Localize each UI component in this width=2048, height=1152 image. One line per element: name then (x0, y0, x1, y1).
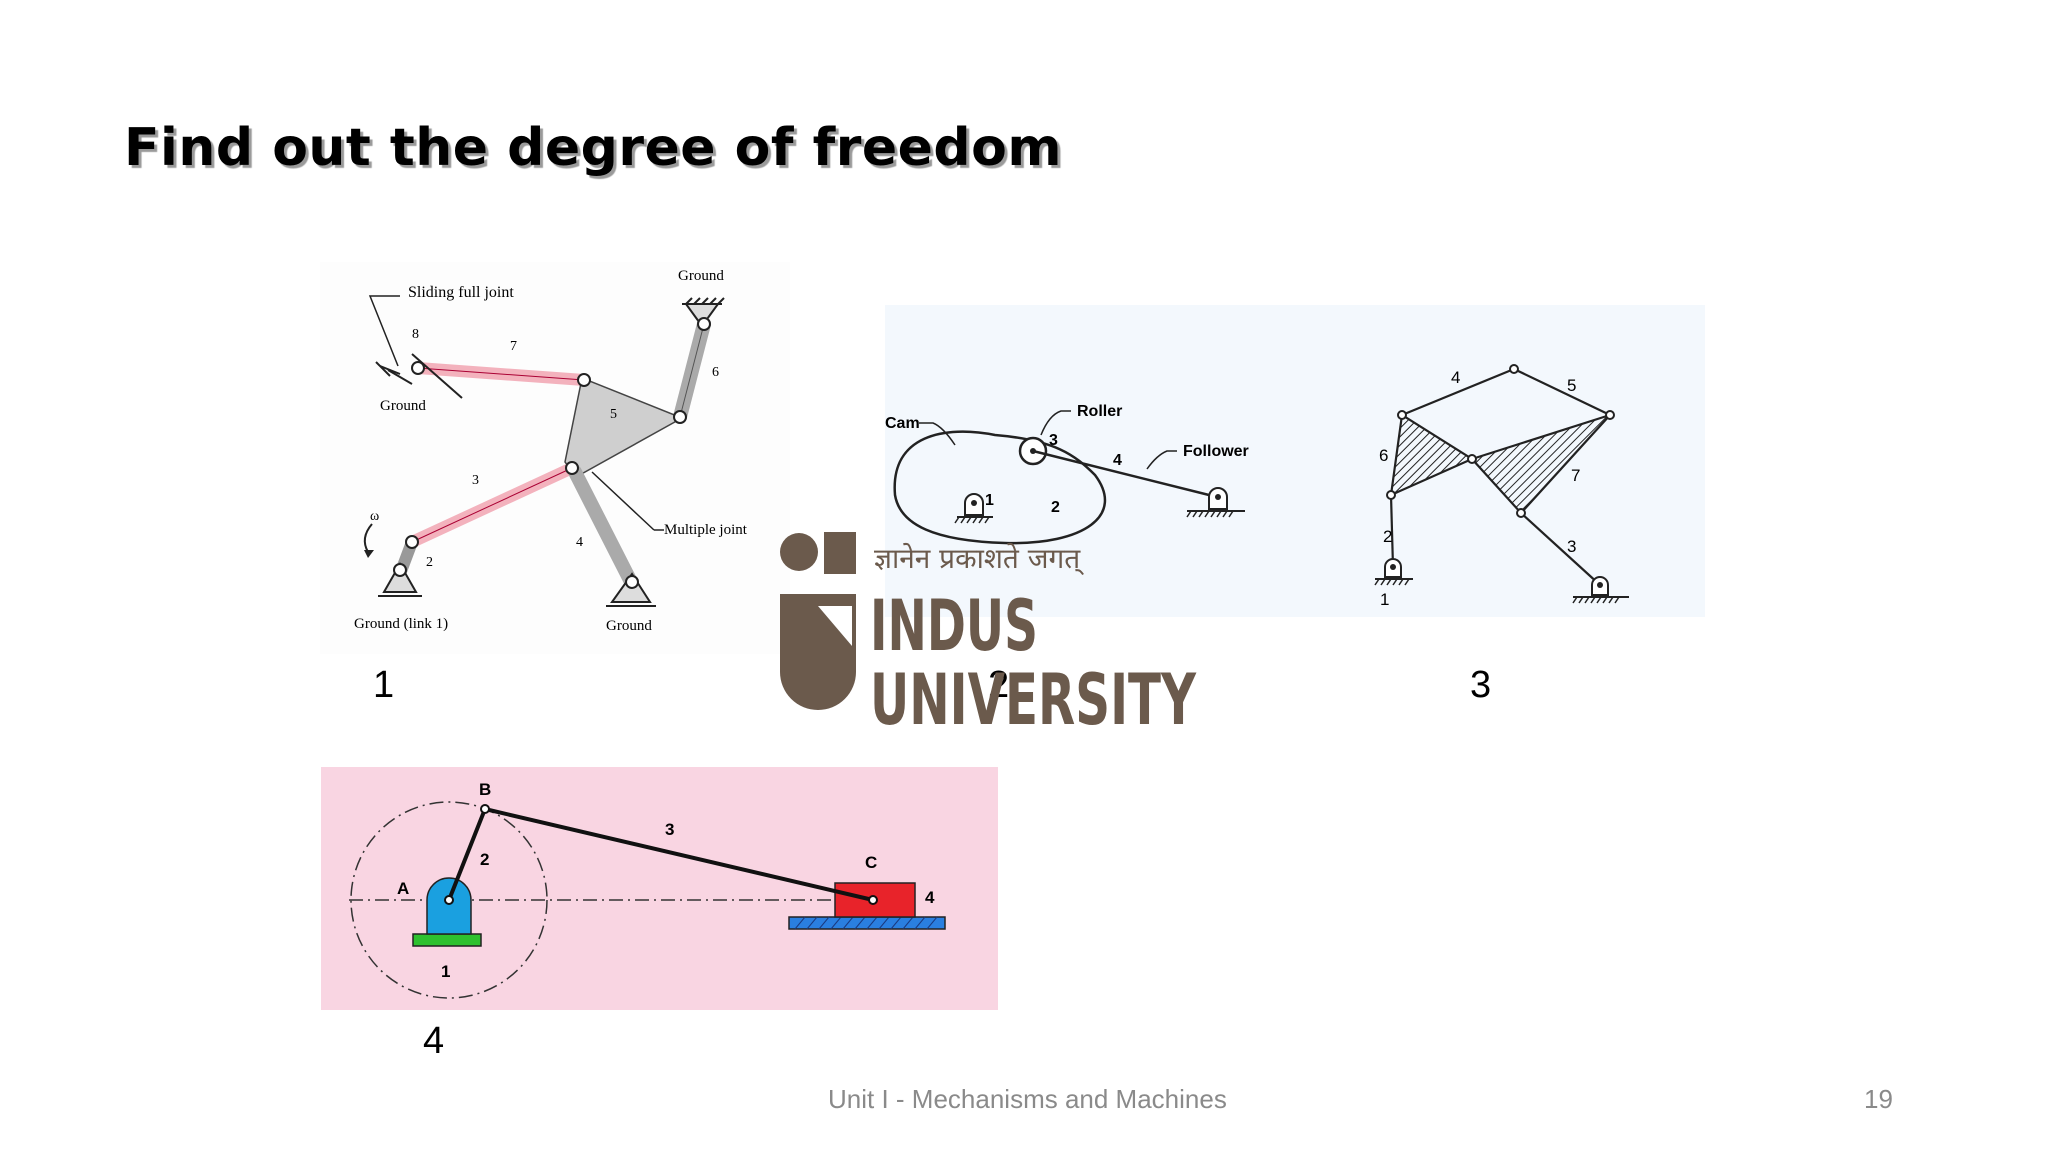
label-slider-3: 3 (665, 820, 674, 839)
footer-text: Unit I - Mechanisms and Machines (828, 1084, 1227, 1114)
label-link3-1: 1 (1380, 590, 1389, 609)
label-multiple-joint: Multiple joint (664, 522, 748, 538)
figure-3-drawing: 1 2 3 4 5 6 7 (1285, 305, 1705, 617)
figure-4-number: 4 (423, 1020, 445, 1062)
label-link-6: 6 (712, 365, 719, 380)
label-a: A (397, 879, 409, 898)
label-cam-4: 4 (1113, 452, 1122, 469)
label-sliding-full-joint: Sliding full joint (408, 284, 514, 301)
logo-line1: INDUS (870, 585, 1038, 667)
figure-1-drawing: Sliding full joint Ground Ground Ground … (320, 262, 790, 654)
logo-drawing: ज्ञानेन प्रकाशते जगत् INDUS UNIVERSITY (780, 532, 1197, 741)
label-cam-3: 3 (1049, 432, 1058, 449)
logo-line2: UNIVERSITY (870, 659, 1197, 734)
label-link-3: 3 (472, 473, 479, 488)
label-link3-5: 5 (1567, 376, 1576, 395)
logo-tagline: ज्ञानेन प्रकाशते जगत् (874, 542, 1084, 576)
label-cam-1: 1 (985, 492, 994, 509)
label-ground-link1: Ground (link 1) (354, 616, 448, 632)
label-cam: Cam (885, 415, 920, 432)
label-link3-2: 2 (1383, 527, 1392, 546)
page-number: 19 (1864, 1084, 1893, 1114)
pivot-a (426, 877, 472, 935)
label-ground-top: Ground (678, 268, 724, 284)
label-roller: Roller (1077, 403, 1122, 420)
label-link3-7: 7 (1571, 466, 1580, 485)
label-link-2: 2 (426, 555, 433, 570)
figure-3-linkage: 1 2 3 4 5 6 7 (1285, 305, 1705, 617)
label-ground-left: Ground (380, 398, 426, 414)
label-cam-2: 2 (1051, 499, 1060, 516)
label-link-4: 4 (576, 535, 583, 550)
figure-1-mechanism: Sliding full joint Ground Ground Ground … (320, 262, 790, 654)
ground-base (412, 933, 482, 947)
logo-dot (780, 533, 818, 571)
figure-2-cam-mechanism: Cam Roller Follower 1 2 3 4 (885, 305, 1285, 617)
label-link3-6: 6 (1379, 446, 1388, 465)
label-slider-4: 4 (925, 888, 935, 907)
label-link-5: 5 (610, 407, 617, 422)
figure-2-number: 2 (988, 664, 1010, 706)
label-follower: Follower (1183, 443, 1249, 460)
label-link-7: 7 (510, 339, 517, 354)
label-link3-3: 3 (1567, 537, 1576, 556)
slide-title: Find out the degree of freedom (124, 118, 1063, 178)
label-ground-bottom: Ground (606, 618, 652, 634)
label-b: B (479, 780, 491, 799)
label-link3-4: 4 (1451, 368, 1460, 387)
indus-university-logo: ज्ञानेन प्रकाशते जगत् INDUS UNIVERSITY (778, 522, 1202, 741)
label-slider-2: 2 (480, 850, 489, 869)
figure-4-drawing: A B C 1 2 3 4 (321, 767, 998, 1010)
label-link-8: 8 (412, 327, 419, 342)
figure-3-number: 3 (1470, 664, 1492, 706)
figure-4-slider-crank: A B C 1 2 3 4 (321, 767, 998, 1010)
figure-1-number: 1 (373, 664, 395, 706)
label-c: C (865, 853, 877, 872)
label-omega: ω (370, 509, 379, 524)
figure-2-drawing: Cam Roller Follower 1 2 3 4 (885, 305, 1285, 617)
slider-c (834, 882, 916, 918)
label-slider-1: 1 (441, 962, 450, 981)
